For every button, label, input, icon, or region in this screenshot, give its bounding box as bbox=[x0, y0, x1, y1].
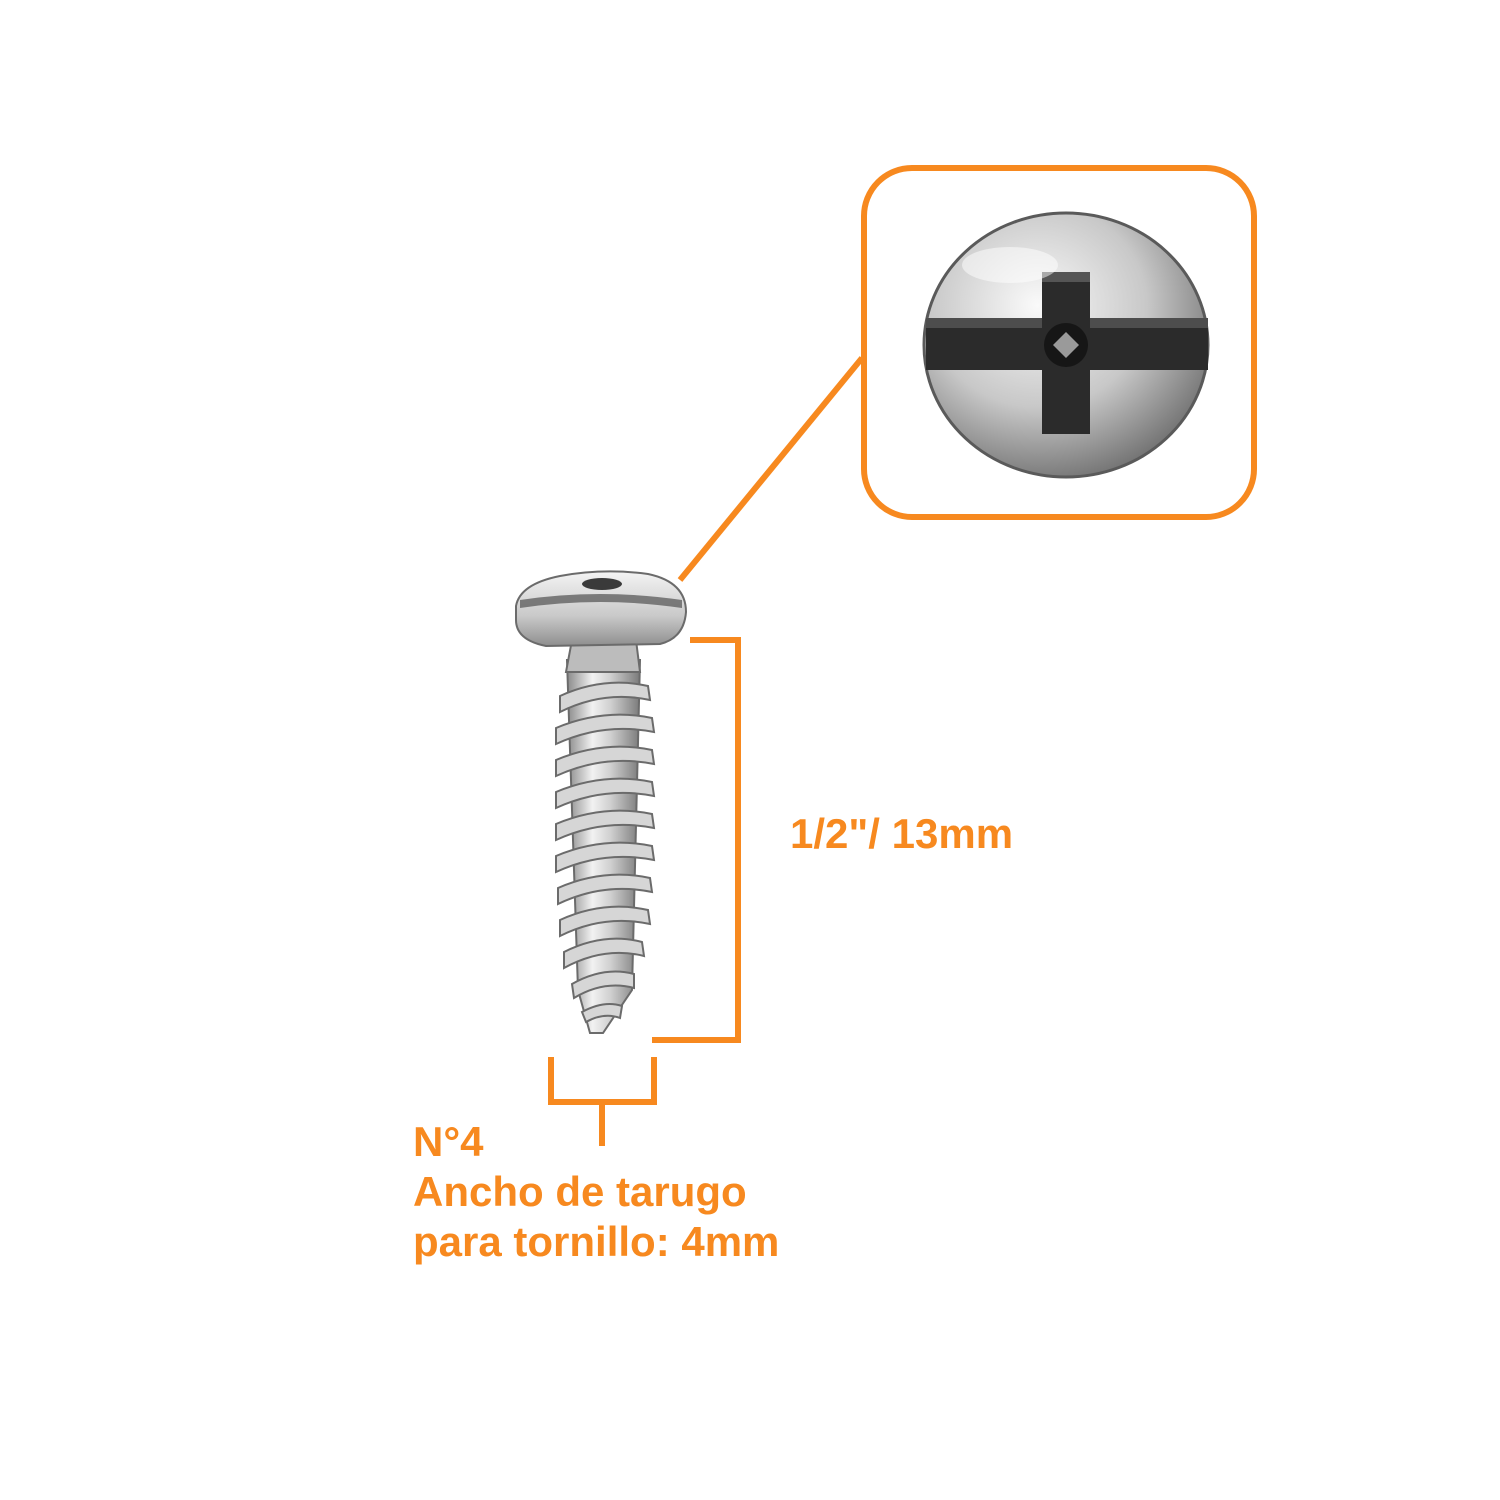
screw-head-closeup-icon bbox=[922, 211, 1210, 479]
gauge-label: N°4 bbox=[413, 1118, 484, 1165]
width-dimension-bracket bbox=[548, 1057, 657, 1146]
length-dimension-bracket bbox=[652, 637, 741, 1043]
zoom-callout-frame bbox=[861, 165, 1257, 520]
length-label: 1/2"/ 13mm bbox=[790, 810, 1014, 857]
screw-icon bbox=[515, 570, 688, 1034]
width-label-line2: para tornillo: 4mm bbox=[413, 1218, 780, 1265]
width-spec-block: N°4 Ancho de tarugo para tornillo: 4mm bbox=[413, 1117, 779, 1267]
callout-connector-line bbox=[677, 356, 865, 582]
width-label-line1: Ancho de tarugo bbox=[413, 1168, 747, 1215]
